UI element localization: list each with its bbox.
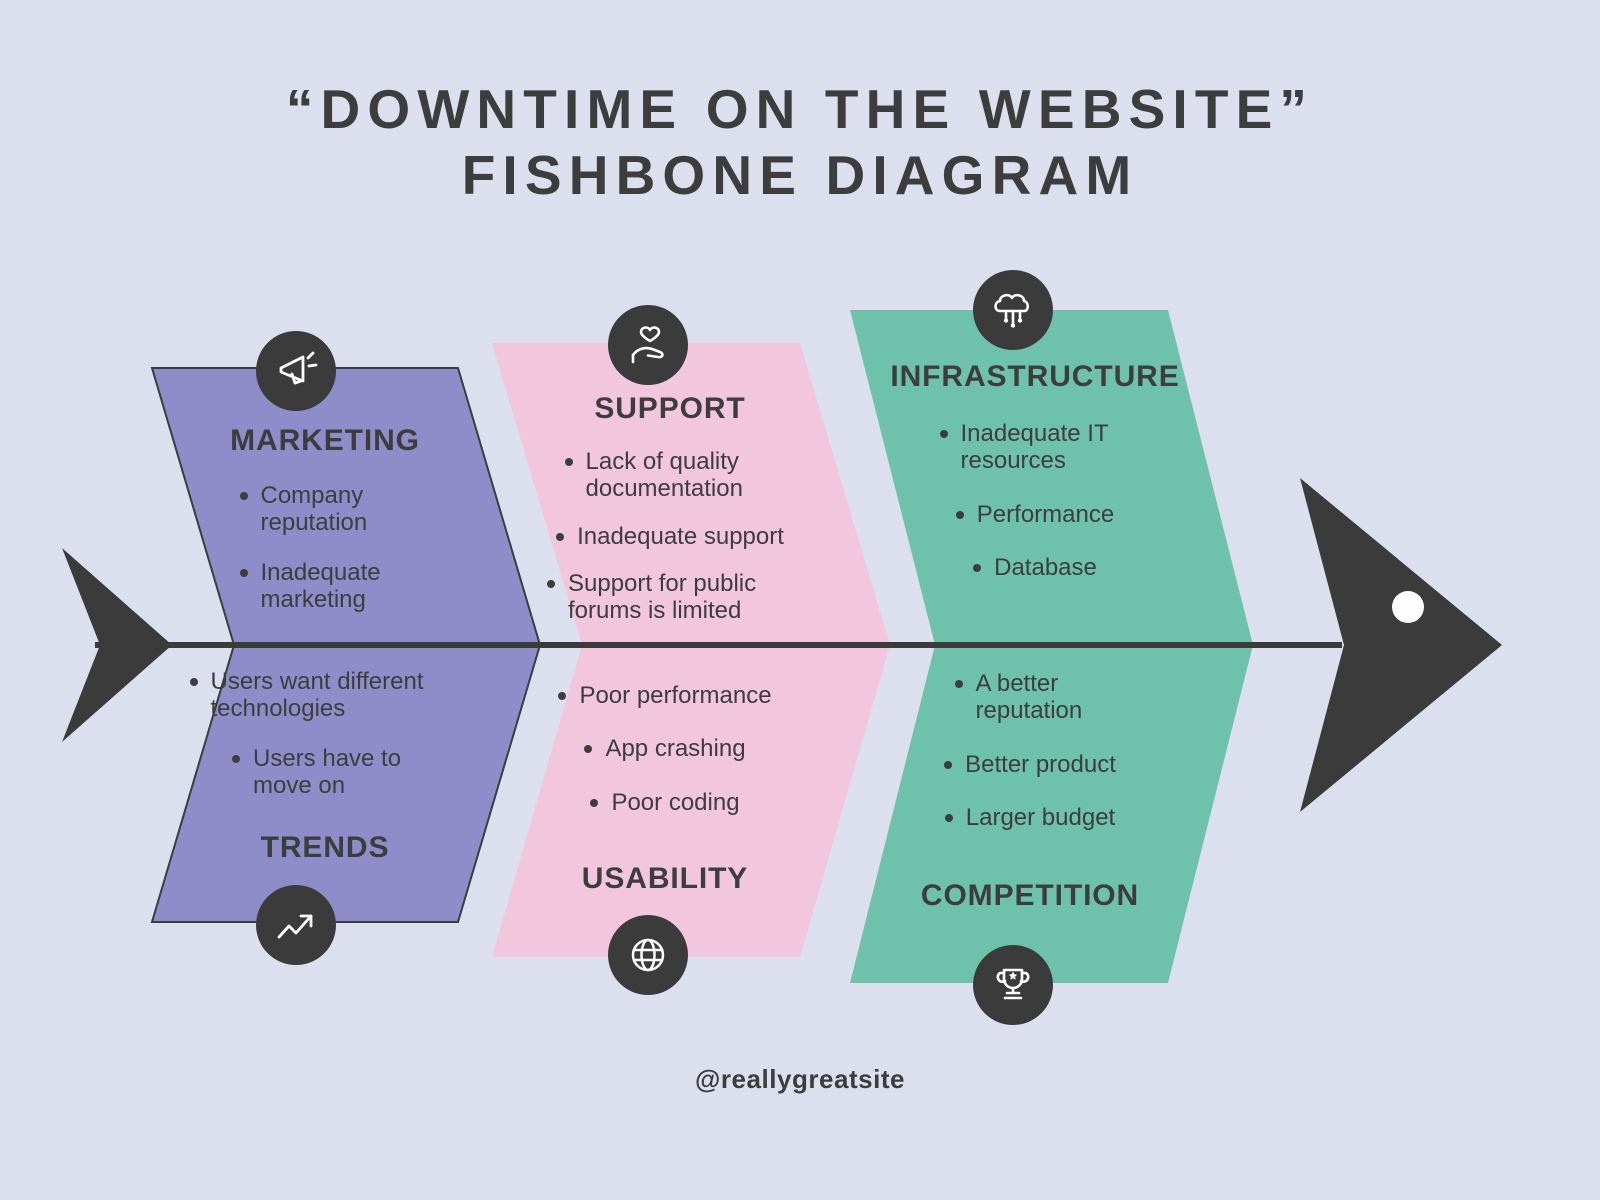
list-item-text: Poor performance <box>579 682 772 709</box>
section-trends: Users want different technologies Users … <box>150 668 500 865</box>
list-item-text: A better reputation <box>975 670 1083 725</box>
bullet-dot <box>590 798 599 807</box>
list-item: Lack of quality documentation <box>564 448 776 503</box>
competition-list: A better reputation Better product Large… <box>944 670 1116 831</box>
fish-eye <box>1392 591 1424 623</box>
bullet-dot <box>189 678 198 686</box>
list-item-text: App crashing <box>605 735 746 763</box>
list-item-text: Performance <box>976 500 1115 528</box>
bullet-dot <box>547 580 555 589</box>
section-title-infrastructure: INFRASTRUCTURE <box>890 360 1180 393</box>
bullet-dot <box>239 568 248 577</box>
support-list: Lack of quality documentation Inadequate… <box>547 448 793 625</box>
list-item-text: Better product <box>965 750 1116 778</box>
page-title-line2: FISHBONE DIAGRAM <box>461 144 1139 206</box>
list-item: Larger budget <box>944 804 1116 832</box>
page-title: “DOWNTIME ON THE WEBSITE” FISHBONE DIAGR… <box>0 76 1600 208</box>
section-title-support: SUPPORT <box>594 392 746 425</box>
bullet-dot <box>973 564 982 573</box>
fish-head <box>1300 478 1502 812</box>
hand-heart-icon <box>608 305 688 385</box>
list-item: Inadequate support <box>556 523 784 550</box>
list-item: Poor performance <box>558 682 772 709</box>
megaphone-icon <box>256 331 336 411</box>
bullet-dot <box>954 680 963 688</box>
usability-list: Poor performance App crashing Poor codin… <box>558 682 772 816</box>
list-item-text: Poor coding <box>611 788 740 816</box>
list-item: Inadequate IT resources <box>939 420 1131 475</box>
list-item: Database <box>973 554 1097 581</box>
list-item-text: Lack of quality documentation <box>585 448 743 503</box>
section-marketing: MARKETING Company reputation Inadequate … <box>160 424 490 613</box>
section-title-marketing: MARKETING <box>230 424 420 457</box>
marketing-list: Company reputation Inadequate marketing <box>239 482 411 614</box>
section-competition: A better reputation Better product Large… <box>875 670 1185 913</box>
bullet-dot <box>944 760 953 769</box>
bullet-dot <box>232 754 240 763</box>
globe-icon <box>608 915 688 995</box>
bullet-dot <box>239 492 248 500</box>
bullet-dot <box>939 430 948 438</box>
list-item: A better reputation <box>954 670 1106 725</box>
bullet-dot <box>558 692 567 700</box>
trophy-icon <box>973 945 1053 1025</box>
list-item-text: Users have to move on <box>253 744 402 800</box>
list-item-text: Database <box>994 554 1097 582</box>
bullet-dot <box>944 814 953 823</box>
page-title-line1: “DOWNTIME ON THE WEBSITE” <box>285 78 1315 140</box>
list-item: Support for public forums is limited <box>547 570 793 625</box>
section-usability: Poor performance App crashing Poor codin… <box>505 682 825 896</box>
infrastructure-list: Inadequate IT resources Performance Data… <box>939 420 1131 581</box>
list-item-text: Support for public forums is limited <box>568 570 757 625</box>
section-title-trends: TRENDS <box>260 831 390 865</box>
bullet-dot <box>564 458 573 466</box>
list-item: App crashing <box>584 735 746 763</box>
trend-up-icon <box>256 885 336 965</box>
list-item-text: Inadequate support <box>577 522 784 550</box>
cloud-network-icon <box>973 270 1053 350</box>
list-item-text: Larger budget <box>965 804 1116 832</box>
bullet-dot <box>955 510 964 519</box>
list-item: Performance <box>955 500 1115 528</box>
section-title-competition: COMPETITION <box>920 879 1140 913</box>
list-item-text: Company reputation <box>260 482 368 537</box>
list-item-text: Inadequate IT resources <box>960 420 1109 475</box>
section-infrastructure: INFRASTRUCTURE Inadequate IT resources P… <box>880 360 1190 581</box>
bullet-dot <box>584 745 593 754</box>
list-item: Poor coding <box>590 788 740 816</box>
list-item: Users want different technologies <box>189 668 461 723</box>
list-item: Company reputation <box>239 482 411 537</box>
section-support: SUPPORT Lack of quality documentation In… <box>505 392 835 625</box>
fish-tail <box>62 548 172 742</box>
list-item-text: Users want different technologies <box>210 668 424 723</box>
footer-handle: @reallygreatsite <box>695 1064 905 1094</box>
list-item: Better product <box>944 751 1116 778</box>
list-item-text: Inadequate marketing <box>260 558 381 614</box>
section-title-usability: USABILITY <box>581 862 749 896</box>
trends-list: Users want different technologies Users … <box>189 668 461 800</box>
list-item: Users have to move on <box>232 745 418 800</box>
list-item: Inadequate marketing <box>239 558 411 614</box>
bullet-dot <box>556 532 565 541</box>
